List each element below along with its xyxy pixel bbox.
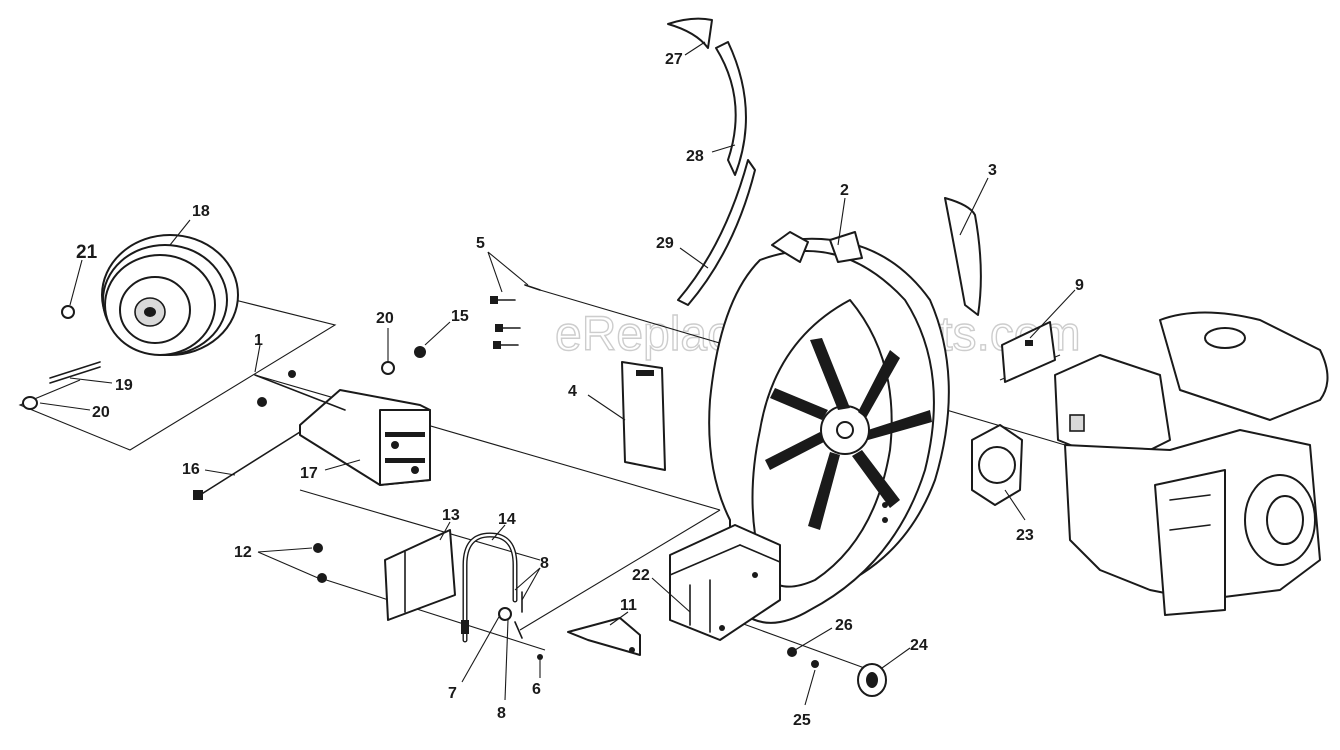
callout-29: 29 — [656, 235, 674, 252]
part-26-washer — [787, 647, 797, 657]
callout-24: 24 — [910, 637, 928, 654]
callout-11: 11 — [620, 597, 637, 614]
callout-25: 25 — [793, 712, 811, 729]
engine — [1054, 311, 1329, 616]
part-16-bolt — [193, 431, 301, 500]
callout-13: 13 — [442, 507, 460, 524]
callout-8-upper: 8 — [540, 555, 549, 572]
callout-14: 14 — [498, 511, 516, 528]
part-4-panel — [621, 361, 666, 471]
part-29-strip — [677, 159, 756, 306]
callout-3: 3 — [988, 162, 997, 179]
part-19-axle-bolt — [49, 361, 101, 384]
part-11-bracket — [567, 617, 641, 656]
part-5-bolts — [490, 284, 541, 349]
part-21-washer — [61, 305, 75, 319]
callout-20-upper: 20 — [376, 310, 394, 327]
part-8-clips — [498, 591, 523, 639]
part-17-bracket — [299, 389, 431, 486]
callout-7: 7 — [448, 685, 457, 702]
callout-21: 21 — [76, 242, 98, 263]
callout-labels: 27 28 29 2 3 5 18 21 20 15 1 19 20 16 17… — [76, 51, 1084, 729]
callout-4: 4 — [568, 383, 577, 400]
part-1-rod — [254, 370, 346, 411]
callout-6: 6 — [532, 681, 541, 698]
part-2-fan-housing — [669, 231, 950, 641]
part-23-flange — [971, 424, 1023, 506]
part-18-wheel — [101, 234, 239, 356]
callout-23: 23 — [1016, 527, 1034, 544]
callout-28: 28 — [686, 148, 704, 165]
part-12-nuts — [313, 543, 327, 583]
callout-22: 22 — [632, 567, 650, 584]
callout-17: 17 — [300, 465, 318, 482]
callout-2: 2 — [840, 182, 849, 199]
part-20-washer-upper — [381, 361, 395, 375]
part-9-plate — [1001, 321, 1056, 383]
part-6-nut — [537, 654, 543, 660]
callout-27: 27 — [665, 51, 683, 68]
callout-15: 15 — [451, 308, 469, 325]
callout-16: 16 — [182, 461, 200, 478]
part-14-u-bolt — [461, 532, 518, 643]
part-20-washer-lower — [22, 396, 38, 410]
callout-12: 12 — [234, 544, 252, 561]
callout-5: 5 — [476, 235, 485, 252]
callout-26: 26 — [835, 617, 853, 634]
callout-19: 19 — [115, 377, 133, 394]
part-15-nut — [414, 346, 426, 358]
part-28-strip — [715, 41, 747, 176]
callout-1: 1 — [254, 332, 263, 349]
part-24-gear — [857, 663, 887, 697]
callout-8-lower: 8 — [497, 705, 506, 722]
callout-18: 18 — [192, 203, 210, 220]
callout-9: 9 — [1075, 277, 1084, 294]
part-27-strip — [667, 17, 713, 49]
part-25-nut — [811, 660, 819, 668]
part-3-shield — [944, 197, 982, 316]
leader-lines — [39, 41, 1076, 706]
part-13-plate — [384, 529, 456, 621]
callout-20-lower: 20 — [92, 404, 110, 421]
